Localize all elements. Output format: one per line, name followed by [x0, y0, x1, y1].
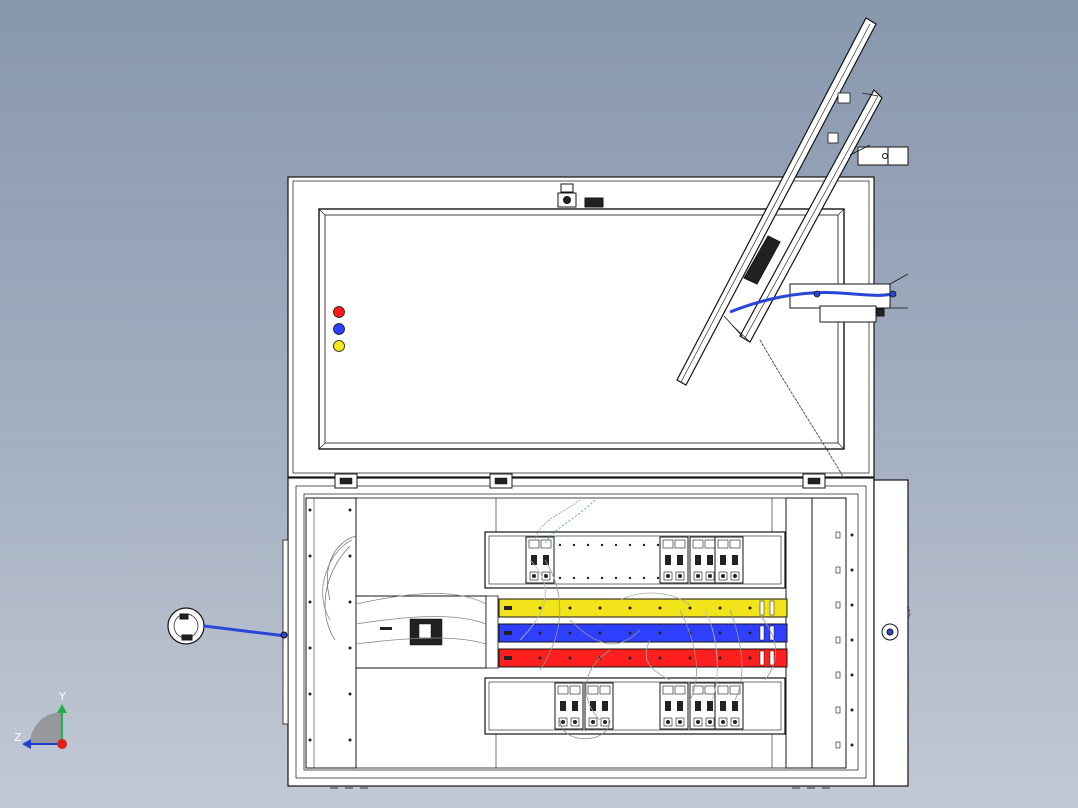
wiring: [322, 499, 777, 740]
rail-holes: [308, 508, 854, 749]
door-cover: [287, 176, 875, 478]
door-lock-icon: [557, 183, 577, 208]
indicator-lamp-2: [333, 323, 345, 335]
breaker-upper-3: [689, 536, 719, 584]
busbar-red-phase: [498, 648, 788, 668]
x-axis-origin-icon: [57, 739, 67, 749]
door-handle: [743, 235, 781, 285]
breaker-upper-1: [525, 536, 555, 584]
indicator-lamp-3: [333, 340, 345, 352]
breaker-upper-4: [714, 536, 744, 584]
breaker-lower-1: [554, 682, 584, 730]
busbar-blue-phase: [498, 623, 788, 643]
y-axis-label: Y: [58, 690, 66, 703]
indicator-lamps: [333, 306, 345, 352]
busbars: [498, 598, 788, 668]
coordinate-triad: Y Z: [14, 690, 67, 749]
breaker-lower-3: [659, 682, 689, 730]
door-latch: [584, 197, 604, 208]
external-gland-fitting: [167, 607, 288, 645]
door-earth-cable: [729, 290, 894, 314]
z-axis-label: Z: [14, 731, 22, 744]
breaker-lower-4: [689, 682, 719, 730]
open-door-panel: [676, 17, 909, 386]
breaker-upper-2: [659, 536, 689, 584]
busbar-yellow-phase: [498, 598, 788, 618]
breaker-lower-2: [584, 682, 614, 730]
indicator-lamp-1: [333, 306, 345, 318]
